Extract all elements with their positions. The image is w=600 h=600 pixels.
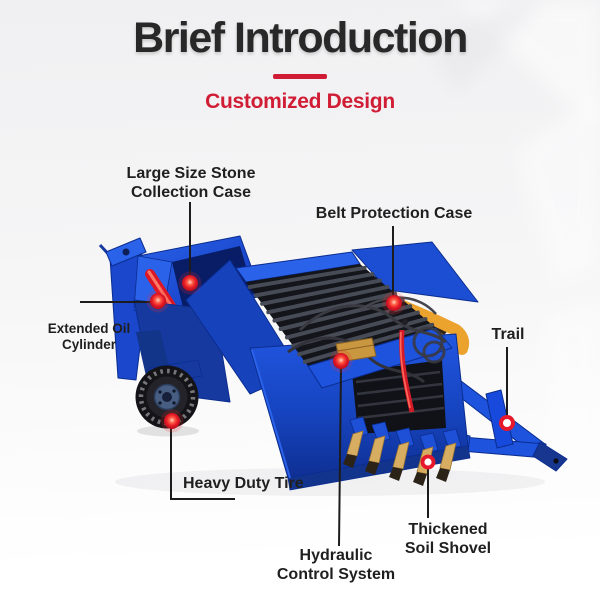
- rear-panel: [351, 241, 479, 303]
- callout-label-hydraulic: Hydraulic Control System: [276, 547, 396, 583]
- marker-hydraulic: [329, 349, 353, 373]
- marker-oil-cylinder: [146, 289, 170, 313]
- callout-label-collection-case: Large Size Stone Collection Case: [126, 165, 256, 201]
- marker-collection-case: [178, 271, 202, 295]
- marker-belt-case: [382, 291, 406, 315]
- header: Brief Introduction Customized Design: [0, 14, 600, 114]
- callout-label-tire: Heavy Duty Tire: [183, 475, 304, 492]
- callout-label-oil-cylinder: Extended Oil Cylinder: [47, 321, 131, 352]
- page-title: Brief Introduction: [133, 14, 468, 62]
- machine-body: [98, 235, 568, 491]
- tire-graphic: [135, 365, 199, 429]
- conveyor-graphic: [235, 251, 453, 389]
- tire-shadow: [137, 425, 199, 437]
- callout-line-tire: [170, 428, 235, 500]
- callout-label-shovel: Thickened Soil Shovel: [404, 521, 492, 557]
- callout-markers: [146, 271, 515, 470]
- title-divider: [273, 74, 327, 80]
- page-subtitle: Customized Design: [205, 90, 395, 114]
- callout-label-belt-case: Belt Protection Case: [315, 205, 473, 222]
- callout-line-hydraulic: [338, 366, 342, 547]
- background-light-streaks: [430, 0, 600, 480]
- marker-trail: [499, 415, 515, 431]
- marker-tire: [160, 409, 184, 433]
- marker-shovel: [420, 454, 436, 470]
- callout-lines: [80, 202, 508, 547]
- callout-label-trail: Trail: [491, 326, 525, 343]
